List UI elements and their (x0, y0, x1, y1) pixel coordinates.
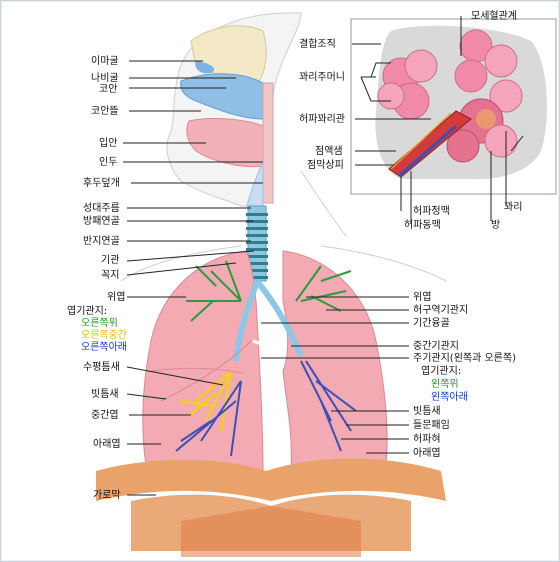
label-oblique-fissure-right: 빗틈새 (91, 388, 119, 400)
alveolar-clusters (377, 29, 523, 163)
label-mucosal-lining: 점막상피 (307, 159, 344, 171)
label-right-lower-bronchus: 오른쪽아래 (81, 341, 127, 353)
label-intermediate-bronchus: 중간기관지 (413, 340, 459, 352)
label-nasal-cavity: 코안 (99, 83, 117, 95)
right-labels: 위엽 허구역기관지 기간융골 중간기관지 주기관지(왼쪽과 오른쪽) 엽기관지:… (413, 290, 516, 459)
label-pharynx: 인두 (99, 156, 117, 168)
label-horizontal-fissure: 수평틈새 (83, 361, 120, 373)
label-right-upper-bronchus: 오른쪽위 (81, 316, 118, 329)
label-sphenoid-sinus: 나비굴 (91, 72, 119, 84)
label-middle-lobe: 중간엽 (91, 409, 119, 421)
label-thyroid-cartilage: 방패연골 (83, 215, 120, 227)
trachea-ring (246, 241, 268, 244)
label-oral-cavity: 입안 (99, 136, 117, 149)
label-alveoli: 꽈리 (504, 201, 522, 213)
trachea-ring (246, 220, 268, 223)
label-right-middle-bronchus: 오른쪽중간 (81, 329, 127, 341)
trachea-ring (246, 248, 268, 251)
diaphragm (96, 458, 446, 557)
label-bronchiole: 허구역기관지 (413, 304, 468, 316)
trachea-ring (246, 262, 268, 265)
trachea-ring (246, 255, 268, 258)
label-pulmonary-vein: 허파정맥 (413, 205, 450, 217)
inset-labels: 모세혈관계 결합조직 꽈리주머니 허파꽈리관 점액샘 점막상피 허파정맥 허파동… (299, 9, 522, 231)
label-cardiac-notch: 들문패임 (413, 418, 450, 431)
label-connective-tissue: 결합조직 (299, 38, 336, 50)
label-main-bronchus: 주기관지(왼쪽과 오른쪽) (413, 352, 516, 364)
trachea-ring (246, 227, 268, 230)
trachea-ring (246, 276, 268, 279)
label-apex: 꼭지 (101, 269, 119, 281)
alveoli-inset (350, 18, 557, 195)
trachea-ring (246, 269, 268, 272)
trachea-group (246, 205, 268, 282)
label-atrium: 방 (491, 219, 500, 231)
label-lower-lobe-left: 아래엽 (413, 447, 441, 459)
label-upper-lobe-right: 위엽 (107, 290, 125, 303)
label-oblique-fissure-left: 빗틈새 (413, 405, 441, 417)
label-alveolar-sac: 꽈리주머니 (299, 71, 345, 83)
label-carina: 기간융골 (413, 317, 450, 329)
label-diaphragm: 가로막 (93, 489, 121, 501)
label-epiglottis: 후두덮개 (83, 177, 120, 189)
trachea-ring (246, 234, 268, 237)
label-lower-lobe-right: 아래엽 (93, 438, 121, 450)
label-lobar-bronchi-left: 엽기관지: (421, 365, 461, 377)
label-upper-lobe-left: 위엽 (413, 290, 431, 303)
label-lobar-bronchi-right: 엽기관지: (67, 305, 107, 317)
label-cricoid-cartilage: 반지연골 (83, 235, 120, 247)
label-left-lower-bronchus: 왼쪽아래 (431, 391, 468, 403)
label-capillary-network: 모세혈관계 (471, 9, 517, 22)
label-alveolar-duct: 허파꽈리관 (299, 113, 345, 125)
label-lingula: 허파혀 (413, 433, 441, 445)
label-frontal-sinus: 이마굴 (91, 55, 119, 67)
label-mucous-gland: 점액샘 (315, 145, 343, 157)
label-pulmonary-artery: 허파동맥 (404, 219, 441, 231)
head-illustration (166, 12, 302, 207)
left-labels: 이마굴 나비굴 코안 코안뜰 입안 인두 후두덮개 성대주름 방패연골 반지연골… (67, 55, 127, 501)
neck-outline (300, 170, 347, 237)
label-nasal-vestibule: 코안뜰 (91, 105, 119, 117)
leader-lines (123, 16, 524, 496)
trachea-ring (246, 213, 268, 216)
label-trachea: 기관 (101, 254, 119, 266)
label-vocal-fold: 성대주름 (83, 202, 120, 214)
label-left-upper-bronchus: 왼쪽위 (431, 377, 459, 390)
trachea-rings (246, 213, 268, 279)
bronchiole-tube (388, 110, 472, 178)
